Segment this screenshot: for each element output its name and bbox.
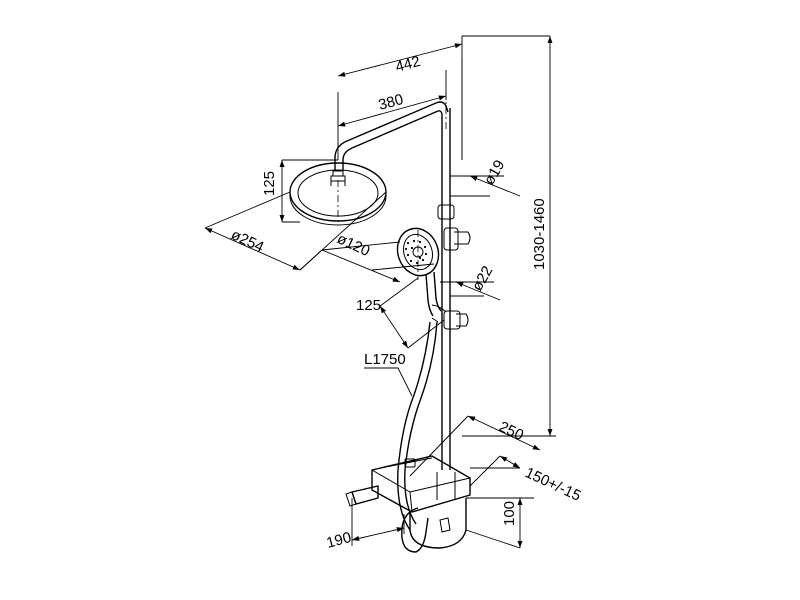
dim-line-120 — [321, 249, 401, 283]
dim-line-19 — [469, 175, 521, 197]
dim-line-150 — [499, 455, 521, 469]
dim-line-22 — [455, 281, 501, 301]
dim-label-diameter-19: ø19 — [481, 157, 509, 188]
riser-pipe — [436, 204, 456, 500]
dim-label-190: 190 — [325, 529, 354, 552]
shower-arm — [334, 101, 451, 210]
dim-line-380 — [337, 95, 447, 127]
hose — [397, 321, 438, 531]
dim-label-125-top: 125 — [261, 171, 278, 196]
dim-line-250 — [467, 415, 541, 451]
dim-label-hose-length: L1750 — [364, 351, 406, 368]
dim-line-190 — [351, 527, 405, 541]
dim-line-125-low — [379, 305, 409, 349]
dim-label-380: 380 — [377, 91, 406, 114]
dim-line-442 — [337, 43, 463, 77]
dim-label-150: 150+/-15 — [522, 464, 583, 505]
dim-label-diameter-254: ø254 — [228, 226, 266, 256]
dim-label-250: 250 — [496, 418, 526, 444]
dimension-labels: 442 380 125 ø254 ø120 ø19 ø22 125 L1750 … — [228, 53, 583, 552]
dim-label-height-range: 1030-1460 — [531, 198, 548, 270]
hand-shower — [396, 227, 442, 323]
hose-leader — [364, 367, 413, 397]
dim-label-442: 442 — [394, 53, 423, 76]
slider-holder — [431, 227, 471, 330]
dim-label-100: 100 — [501, 501, 518, 526]
dim-label-diameter-120: ø120 — [334, 230, 372, 260]
dimension-lines — [204, 36, 553, 548]
thermostatic-mixer — [345, 455, 471, 553]
dim-line-254 — [204, 227, 301, 271]
dim-label-125-low: 125 — [356, 297, 381, 314]
